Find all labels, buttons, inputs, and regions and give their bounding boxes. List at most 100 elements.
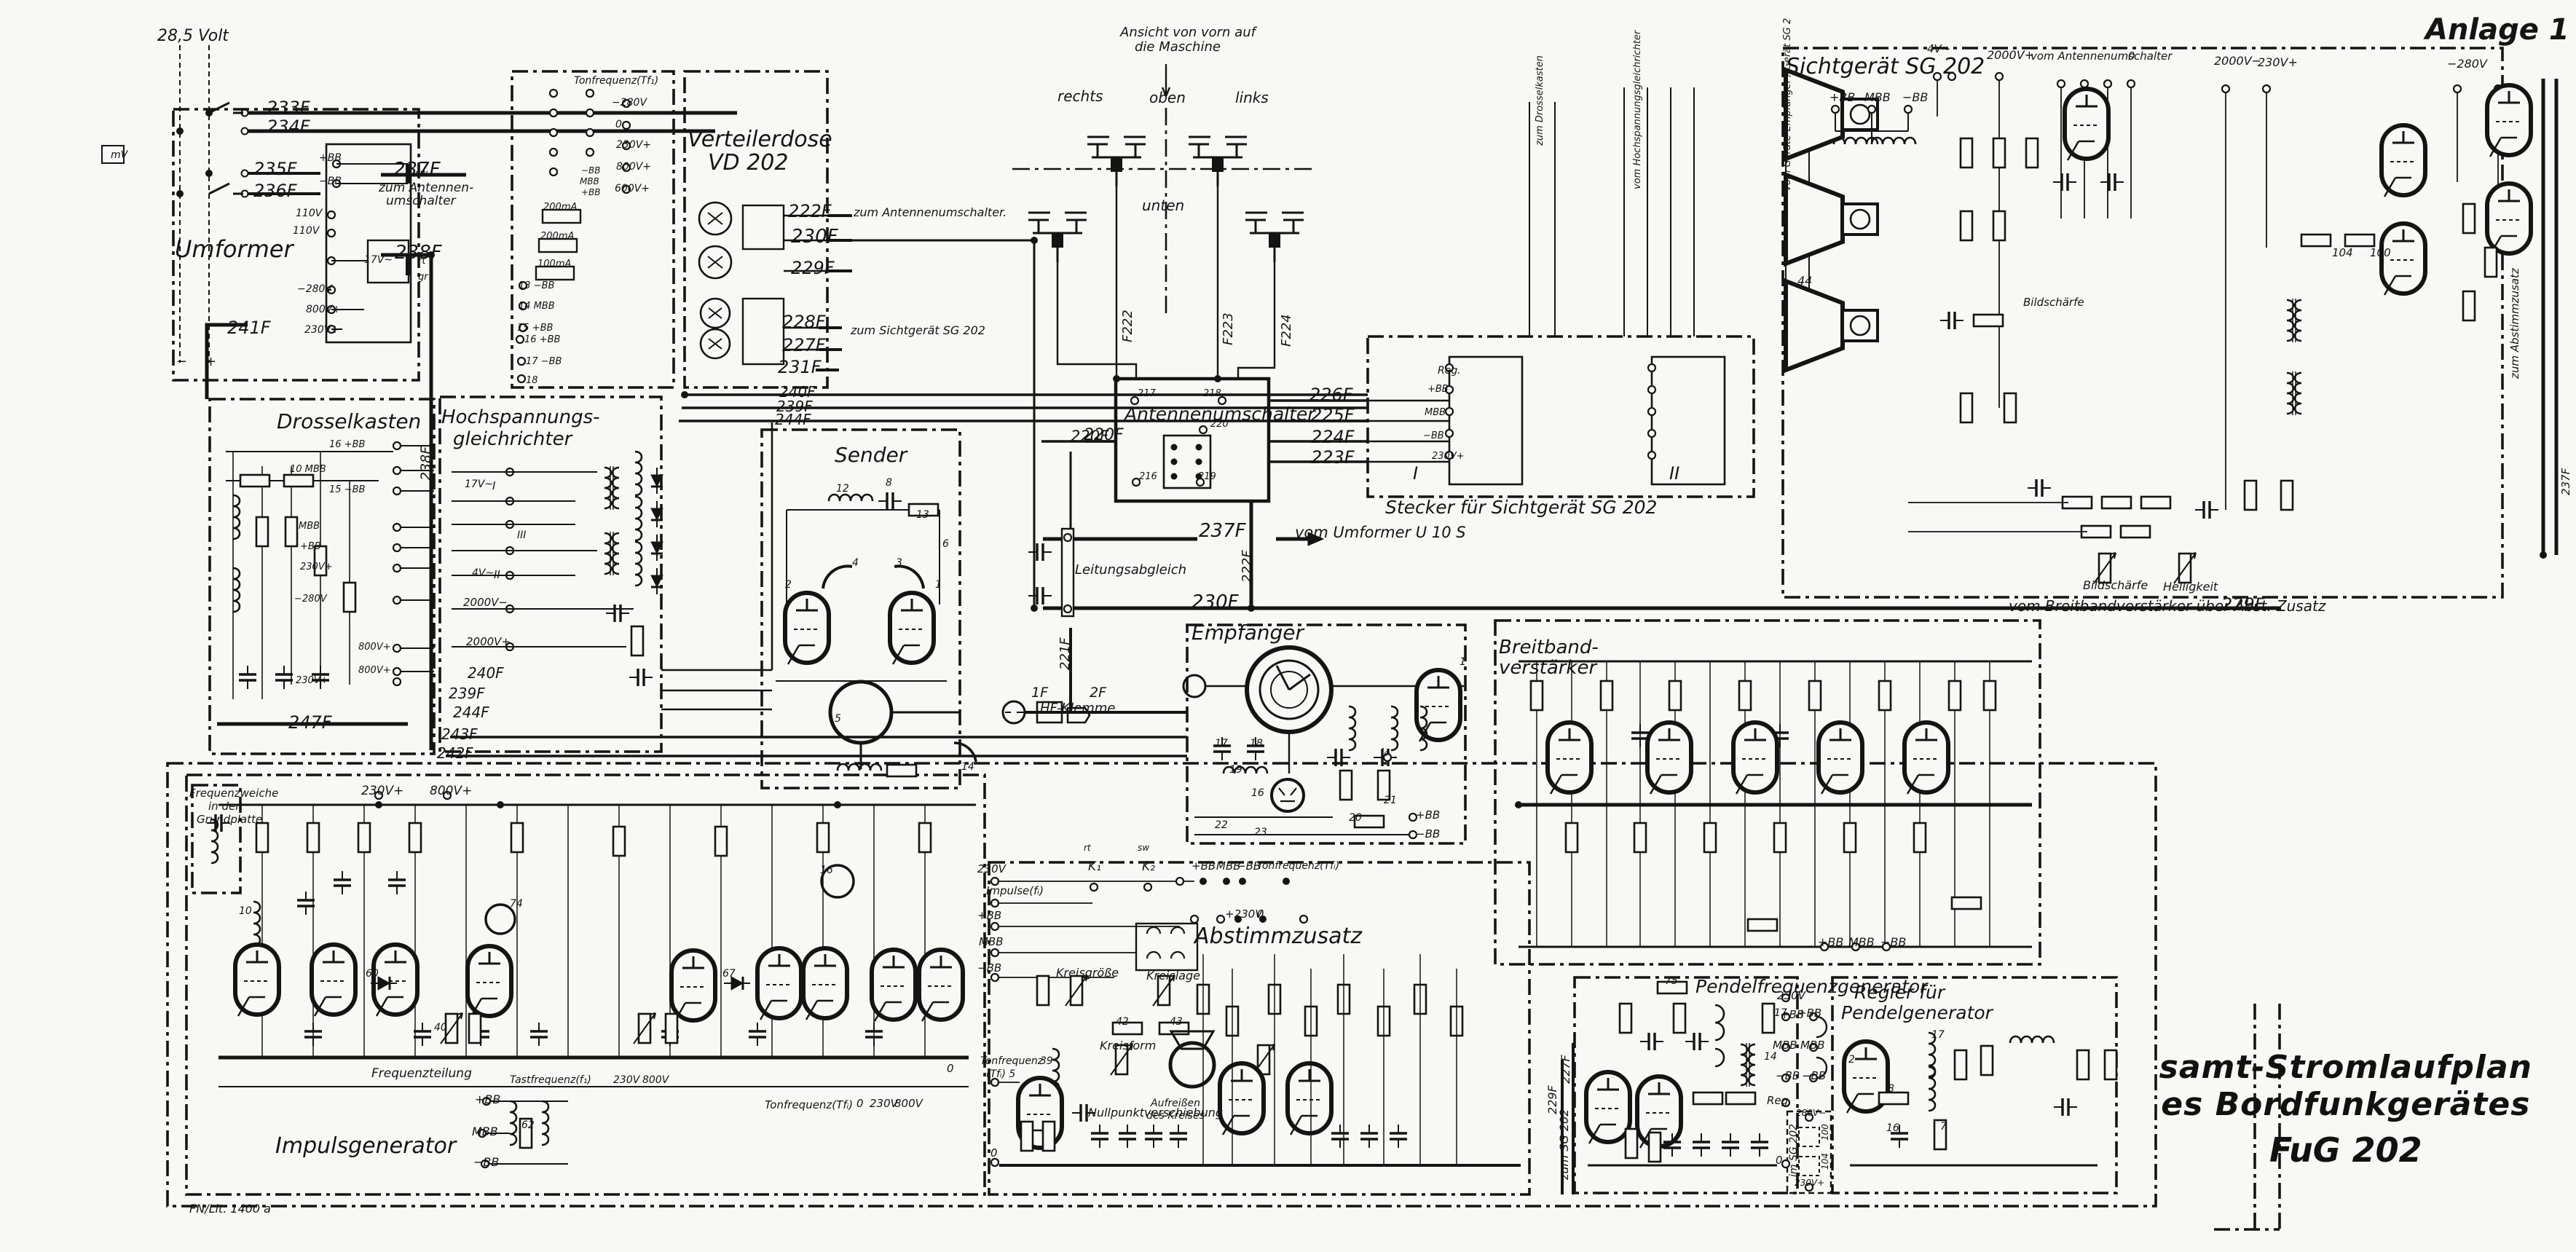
schematic-label: umschalter bbox=[386, 194, 456, 208]
schematic-label: rt bbox=[1084, 843, 1091, 853]
schematic-label: +BB bbox=[1818, 935, 1844, 949]
schematic-label: 22 bbox=[1215, 819, 1228, 831]
schematic-label: des Kreises bbox=[1146, 1110, 1205, 1122]
sichtgeraet-box bbox=[1781, 47, 2504, 599]
schematic-label: 43 bbox=[1170, 1016, 1183, 1028]
schematic-label: 243F bbox=[441, 725, 478, 743]
schematic-label: −BB bbox=[319, 176, 342, 187]
schematic-label: 227F bbox=[1559, 1055, 1572, 1084]
schematic-label: sw bbox=[1138, 843, 1150, 853]
title-line-3: FuG 202 bbox=[2269, 1130, 2422, 1170]
schematic-label: 241F bbox=[227, 318, 271, 338]
schematic-label: Kreislage bbox=[1146, 969, 1200, 983]
schematic-label: 104 bbox=[2332, 246, 2353, 259]
schematic-label: Pendelgenerator bbox=[1841, 1002, 1993, 1023]
drosselkasten-box bbox=[208, 398, 436, 755]
schematic-label: 234F bbox=[267, 117, 310, 137]
schematic-label: 74 bbox=[510, 898, 523, 910]
schematic-label: −BB bbox=[1880, 935, 1907, 949]
schematic-label: Nullpunktverschiebung bbox=[1088, 1106, 1224, 1119]
schematic-label: 6 bbox=[942, 538, 949, 550]
schematic-label: 8 bbox=[886, 477, 892, 489]
schematic-label: 239F bbox=[776, 398, 813, 415]
schematic-label: vom Antennenumschalter bbox=[2031, 50, 2173, 63]
schematic-label: 224F bbox=[1311, 427, 1355, 447]
schematic-label: 218 bbox=[1203, 388, 1221, 399]
schematic-label: Empfänger bbox=[1192, 621, 1304, 645]
schematic-label: 221F bbox=[1057, 637, 1073, 670]
sender-internals bbox=[776, 491, 1091, 778]
schematic-label: 42 bbox=[1116, 1016, 1129, 1028]
schematic-label: I₀ bbox=[1381, 746, 1389, 759]
schematic-label: Regler für bbox=[1854, 982, 1945, 1003]
schematic-label: MBB bbox=[1848, 935, 1875, 949]
schematic-label: 230F bbox=[791, 226, 838, 248]
schematic-label: zum SG 202 bbox=[1557, 1109, 1571, 1180]
schematic-label: vom Hochspannungsgleichrichter bbox=[1632, 30, 1643, 189]
schematic-label: HF-Klemme bbox=[1040, 701, 1116, 716]
schematic-label: Breitband- bbox=[1499, 637, 1599, 658]
schematic-label: 18 bbox=[526, 375, 538, 386]
schematic-label: −BB bbox=[1237, 859, 1261, 873]
schematic-label: MBB bbox=[1773, 1039, 1797, 1052]
schematic-label: Bildschärfe bbox=[2023, 296, 2084, 309]
sender-box bbox=[760, 428, 961, 790]
abstimmzusatz-box bbox=[988, 861, 1531, 1196]
schematic-label: oben bbox=[1149, 89, 1186, 106]
schematic-label: Tonfrequenz bbox=[980, 1055, 1044, 1067]
schematic-label: 240F bbox=[779, 383, 816, 401]
schematic-label: 28,5 Volt bbox=[157, 27, 229, 45]
schematic-label: 4 bbox=[852, 557, 859, 569]
schematic-label: Leitungsabgleich bbox=[1075, 562, 1187, 578]
schematic-label: 1 bbox=[1460, 656, 1466, 668]
schematic-label: zum Antennen- bbox=[379, 181, 474, 195]
schematic-label: zum Drosselkasten bbox=[1535, 55, 1545, 146]
schematic-label: 16 bbox=[1886, 1122, 1899, 1134]
schematic-label: rechts bbox=[1057, 87, 1103, 105]
title-block: samt-Stromlaufplan es Bordfunkgerätes Fu… bbox=[2159, 1049, 2532, 1170]
schematic-label: 23 bbox=[1254, 827, 1267, 838]
schematic-label: 800V bbox=[894, 1097, 923, 1110]
schematic-label: 229F bbox=[791, 258, 835, 278]
schematic-label: +BB bbox=[1829, 90, 1856, 104]
schematic-label: 219 bbox=[1198, 471, 1216, 482]
schematic-label: +BB bbox=[1780, 1008, 1805, 1021]
schematic-label: 4V~ bbox=[1927, 42, 1951, 55]
bottom-units-outer-box bbox=[166, 762, 2157, 1208]
schematic-label: Drosselkasten bbox=[277, 409, 422, 433]
schematic-label: 0 bbox=[1776, 1154, 1783, 1167]
schematic-label: 230V+ bbox=[616, 139, 652, 151]
schematic-label: 2000V+ bbox=[466, 635, 511, 648]
schematic-label: 216 bbox=[1139, 471, 1157, 482]
schematic-label: vom Umformer U 10 S bbox=[1295, 524, 1466, 541]
schematic-label: Umformer bbox=[175, 235, 294, 263]
schematic-label: 229F bbox=[1545, 1085, 1559, 1114]
schematic-label: 100 bbox=[1820, 1124, 1830, 1141]
schematic-label: 8 bbox=[1888, 1083, 1894, 1095]
schematic-label: −BB bbox=[1416, 827, 1441, 840]
regler-pendelgenerator-box bbox=[1831, 976, 2118, 1194]
schematic-label: 230V bbox=[870, 1097, 898, 1110]
schematic-label: Tonfrequenz(Tfᵢ) bbox=[1257, 860, 1340, 872]
schematic-label: 230V+ bbox=[1432, 451, 1465, 462]
schematic-label: sw bbox=[415, 168, 428, 179]
schematic-label: 229F bbox=[2221, 594, 2265, 615]
schematic-label: 238F bbox=[395, 242, 442, 264]
schematic-label: 247F bbox=[288, 712, 332, 733]
schematic-label: Tastfrequenz(f₁) bbox=[510, 1074, 591, 1086]
schematic-label: Tonfrequenz(Tf₁) bbox=[574, 75, 659, 87]
schematic-label: 800V+ bbox=[358, 665, 391, 676]
schematic-label: 230V bbox=[1777, 989, 1805, 1002]
schematic-label: 15 +BB bbox=[517, 323, 554, 334]
schematic-label: 100 bbox=[2370, 246, 2391, 259]
schematic-label: 62 bbox=[521, 1119, 535, 1131]
schematic-label: 230V+ bbox=[304, 324, 340, 336]
schematic-label: 230V+ bbox=[296, 675, 328, 686]
im-sg202-box bbox=[1786, 1110, 1832, 1194]
antenna-feeders bbox=[1056, 186, 1276, 379]
hv-rectifier-internals bbox=[452, 422, 773, 711]
antennenumschalter-internals bbox=[1085, 355, 1726, 489]
schematic-label: 800V bbox=[642, 1074, 669, 1086]
schematic-label: 1F bbox=[1031, 685, 1049, 701]
schematic-label: zum Sichtgerät SG 202 bbox=[851, 323, 985, 337]
